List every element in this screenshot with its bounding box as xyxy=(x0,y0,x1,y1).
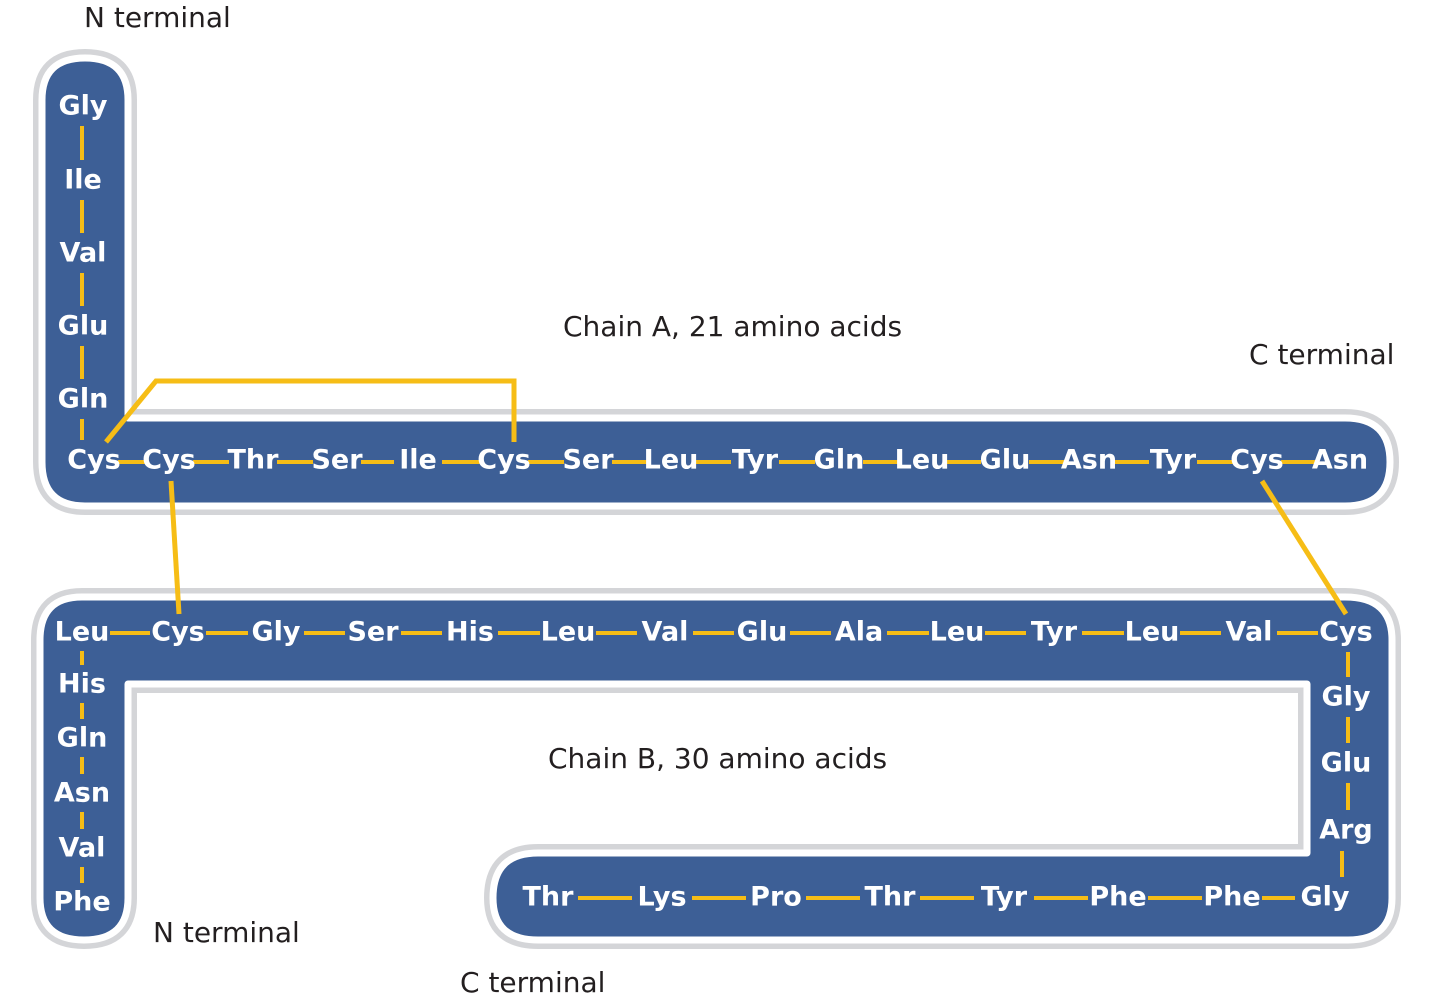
residue-b-26: Tyr xyxy=(981,882,1028,913)
c-terminal-label-chain-b: C terminal xyxy=(460,966,605,999)
residue-b-18: Val xyxy=(1226,617,1273,648)
residue-b-20: Gly xyxy=(1321,682,1370,713)
residue-b-11: Leu xyxy=(541,617,596,648)
residue-b-15: Leu xyxy=(930,617,985,648)
chain-b-band xyxy=(36,593,1396,944)
residue-b-28: Pro xyxy=(750,882,802,913)
residue-b-21: Glu xyxy=(1321,748,1372,779)
residue-a-19: Tyr xyxy=(1150,445,1197,476)
residue-b-24: Phe xyxy=(1203,882,1260,913)
residue-b-13: Glu xyxy=(737,617,788,648)
residue-a-17: Glu xyxy=(980,445,1031,476)
residue-b-6: Leu xyxy=(55,617,110,648)
residue-b-9: Ser xyxy=(347,617,399,648)
residue-a-20: Cys xyxy=(1230,445,1284,476)
disulfide-bridge-a6-a11 xyxy=(104,378,517,444)
residue-b-5: His xyxy=(58,669,106,700)
residue-b-22: Arg xyxy=(1319,815,1373,846)
residue-b-4: Gln xyxy=(57,723,108,754)
residue-a-1: Gly xyxy=(58,91,107,122)
residue-a-15: Gln xyxy=(814,445,865,476)
residue-a-12: Ser xyxy=(562,445,614,476)
residue-b-14: Ala xyxy=(835,617,883,648)
residue-b-1: Phe xyxy=(53,887,110,918)
residue-a-7: Cys xyxy=(142,445,196,476)
residue-b-19: Cys xyxy=(1319,617,1373,648)
residue-b-29: Lys xyxy=(637,882,686,913)
residue-b-30: Thr xyxy=(523,882,575,913)
residue-b-25: Phe xyxy=(1089,882,1146,913)
residue-b-7: Cys xyxy=(151,617,205,648)
chain-b-label: Chain B, 30 amino acids xyxy=(548,742,887,775)
residue-a-2: Ile xyxy=(64,165,102,196)
residue-b-2: Val xyxy=(59,833,106,864)
residue-b-16: Tyr xyxy=(1031,617,1078,648)
c-terminal-label-chain-a: C terminal xyxy=(1249,338,1394,371)
disulfide-bridge-a20-b19 xyxy=(1259,479,1349,616)
peptide-bonds xyxy=(80,126,1350,900)
residue-b-17: Leu xyxy=(1125,617,1180,648)
chain-a-label: Chain A, 21 amino acids xyxy=(563,310,902,343)
residue-a-11: Cys xyxy=(477,445,531,476)
disulfide-bridge-a7-b7 xyxy=(168,480,182,615)
residue-a-5: Gln xyxy=(58,384,109,415)
n-terminal-label-chain-b: N terminal xyxy=(153,916,300,949)
residue-b-12: Val xyxy=(642,617,689,648)
residue-b-27: Thr xyxy=(865,882,917,913)
residue-a-18: Asn xyxy=(1061,445,1117,476)
residue-a-8: Thr xyxy=(228,445,280,476)
residue-a-21: Asn xyxy=(1312,445,1368,476)
residue-b-10: His xyxy=(446,617,494,648)
residue-a-14: Tyr xyxy=(732,445,779,476)
residue-b-3: Asn xyxy=(54,778,110,809)
residue-a-10: Ile xyxy=(399,445,437,476)
residue-a-9: Ser xyxy=(311,445,363,476)
residue-a-6: Cys xyxy=(67,445,121,476)
n-terminal-label-chain-a: N terminal xyxy=(84,1,231,34)
residue-a-16: Leu xyxy=(895,445,950,476)
residue-a-13: Leu xyxy=(644,445,699,476)
residue-b-23: Gly xyxy=(1300,882,1349,913)
chain-a-band xyxy=(38,54,1394,510)
residue-a-4: Glu xyxy=(58,311,109,342)
residue-a-3: Val xyxy=(60,238,107,269)
residue-b-8: Gly xyxy=(251,617,300,648)
